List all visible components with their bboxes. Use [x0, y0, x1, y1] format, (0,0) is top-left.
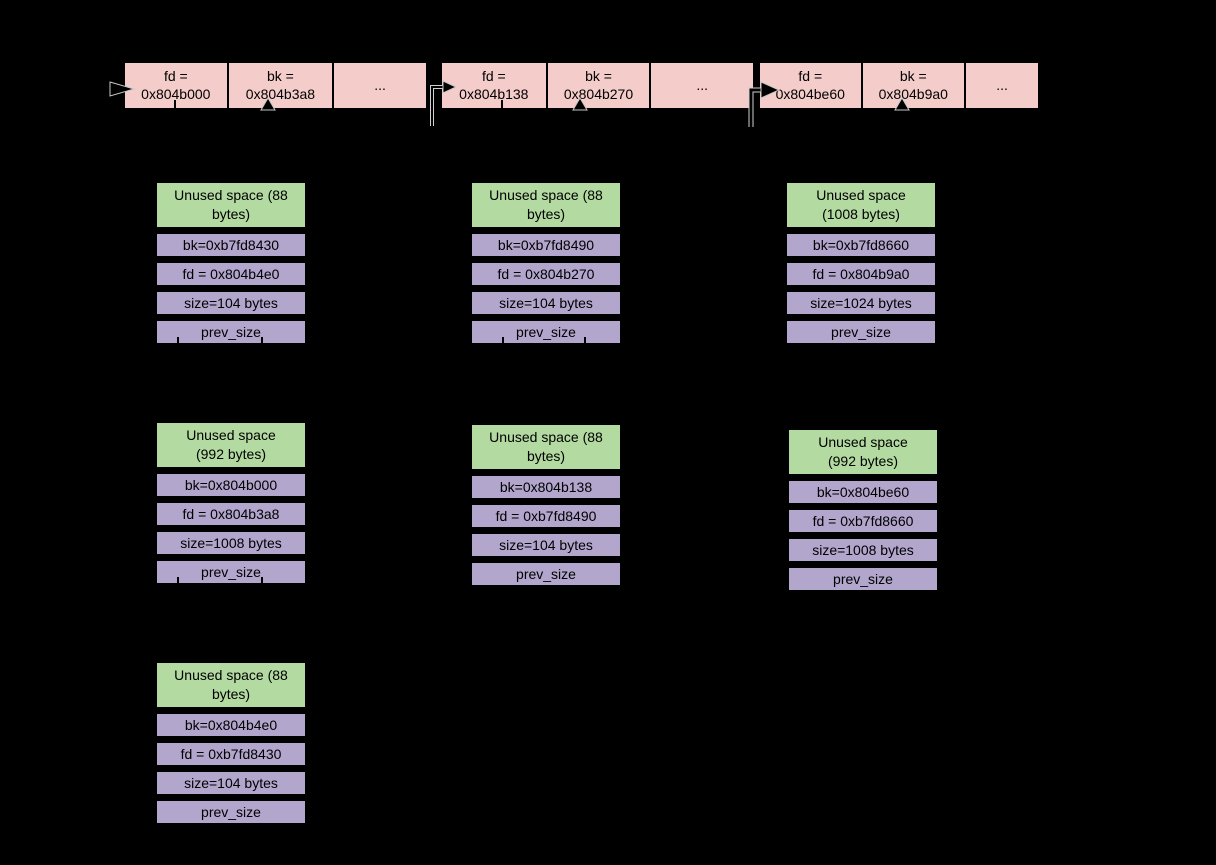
bin-fd-cell-1: fd = 0x804b000 [125, 63, 227, 108]
unused-space-line2: bytes) [526, 448, 566, 464]
unused-space-line2: bytes) [211, 686, 251, 702]
unused-space-line1: Unused space [816, 187, 906, 204]
bin-fd-label: fd = [163, 68, 188, 84]
bin-fd-cell-2: fd = 0x804b138 [442, 63, 546, 108]
prev-size-field: prev_size [787, 566, 939, 592]
bin-bk-value: 0x804b9a0 [878, 85, 948, 102]
bin-bk-value: 0x804b3a8 [245, 85, 316, 102]
bin-fd-value: 0x804b000 [141, 85, 211, 102]
bin-group-1: fd = 0x804b000 bk = 0x804b3a8 ... [123, 61, 428, 110]
bk-field: bk=0x804b138 [470, 474, 622, 500]
bin-ellipsis-cell-2: ... [649, 63, 753, 108]
bin-group-2: fd = 0x804b138 bk = 0x804b270 ... [440, 61, 755, 110]
fd-field: fd = 0x804b270 [470, 261, 622, 287]
bk-field: bk=0x804b4e0 [155, 712, 307, 738]
chunk-stack-7: Unused space (88 bytes) bk=0x804b4e0 fd … [155, 661, 307, 825]
fd-field: fd = 0xb7fd8430 [155, 741, 307, 767]
bk-field: bk=0xb7fd8490 [470, 232, 622, 258]
unused-space-line2: (992 bytes) [827, 453, 899, 469]
bin-bk-label: bk = [899, 68, 927, 84]
bin-bk-cell-2: bk = 0x804b270 [545, 63, 650, 108]
bk-field: bk=0x804b000 [155, 472, 307, 498]
unused-space-line2: bytes) [526, 206, 566, 222]
bin-ellipsis-cell-3: ... [964, 63, 1038, 108]
size-field: size=1008 bytes [155, 530, 307, 556]
unused-space-line1: Unused space (88 [174, 667, 288, 684]
prev-size-field: prev_size [785, 319, 937, 345]
bin-ellipsis-cell-1: ... [332, 63, 426, 108]
size-field: size=1024 bytes [785, 290, 937, 316]
fd-field: fd = 0xb7fd8490 [470, 503, 622, 529]
bin-group-3: fd = 0x804be60 bk = 0x804b9a0 ... [758, 61, 1040, 110]
chunk-stack-6: Unused space (992 bytes) bk=0x804be60 fd… [787, 428, 939, 592]
prev-size-field: prev_size [470, 319, 622, 345]
unused-space-box: Unused space (992 bytes) [787, 428, 939, 476]
unused-space-line1: Unused space (88 [174, 187, 288, 204]
chunk-stack-3: Unused space (1008 bytes) bk=0xb7fd8660 … [785, 181, 937, 345]
bin-fd-cell-3: fd = 0x804be60 [760, 63, 861, 108]
fd-field: fd = 0x804b4e0 [155, 261, 307, 287]
fd-field: fd = 0xb7fd8660 [787, 508, 939, 534]
unused-space-box: Unused space (1008 bytes) [785, 181, 937, 229]
size-field: size=104 bytes [155, 770, 307, 796]
size-field: size=104 bytes [470, 290, 622, 316]
chunk-stack-2: Unused space (88 bytes) bk=0xb7fd8490 fd… [470, 181, 622, 345]
bin-fd-label: fd = [481, 68, 506, 84]
bin-bk-label: bk = [267, 68, 294, 84]
size-field: size=104 bytes [470, 532, 622, 558]
chunk-stack-4: Unused space (992 bytes) bk=0x804b000 fd… [155, 421, 307, 585]
unused-space-box: Unused space (88 bytes) [470, 181, 622, 229]
ellipsis-text: ... [374, 76, 386, 93]
unused-space-line1: Unused space [818, 434, 908, 451]
unused-space-line2: (992 bytes) [195, 446, 267, 462]
unused-space-box: Unused space (88 bytes) [470, 423, 622, 471]
chunk-stack-5: Unused space (88 bytes) bk=0x804b138 fd … [470, 423, 622, 587]
unused-space-line1: Unused space [186, 427, 276, 444]
fd-field: fd = 0x804b9a0 [785, 261, 937, 287]
bin-fd-value: 0x804be60 [775, 85, 845, 102]
unused-space-line2: (1008 bytes) [822, 206, 900, 222]
prev-size-field: prev_size [155, 799, 307, 825]
bk-field: bk=0xb7fd8430 [155, 232, 307, 258]
bk-field: bk=0xb7fd8660 [785, 232, 937, 258]
bin-bk-label: bk = [585, 68, 612, 84]
unused-space-box: Unused space (88 bytes) [155, 181, 307, 229]
fd-field: fd = 0x804b3a8 [155, 501, 307, 527]
unused-space-box: Unused space (992 bytes) [155, 421, 307, 469]
unused-space-line1: Unused space (88 [489, 429, 603, 446]
size-field: size=1008 bytes [787, 537, 939, 563]
bk-field: bk=0x804be60 [787, 479, 939, 505]
ellipsis-text: ... [696, 76, 708, 93]
bin-fd-label: fd = [798, 68, 823, 84]
prev-size-field: prev_size [155, 559, 307, 585]
bin-bk-value: 0x804b270 [563, 85, 634, 102]
prev-size-field: prev_size [470, 561, 622, 587]
bin-bk-cell-3: bk = 0x804b9a0 [860, 63, 965, 108]
bin-bk-cell-1: bk = 0x804b3a8 [226, 63, 333, 108]
unused-space-line2: bytes) [211, 206, 251, 222]
size-field: size=104 bytes [155, 290, 307, 316]
ellipsis-text: ... [996, 76, 1008, 93]
chunk-stack-1: Unused space (88 bytes) bk=0xb7fd8430 fd… [155, 181, 307, 345]
unused-space-box: Unused space (88 bytes) [155, 661, 307, 709]
bin-fd-value: 0x804b138 [459, 85, 529, 102]
unused-space-line1: Unused space (88 [489, 187, 603, 204]
prev-size-field: prev_size [155, 319, 307, 345]
